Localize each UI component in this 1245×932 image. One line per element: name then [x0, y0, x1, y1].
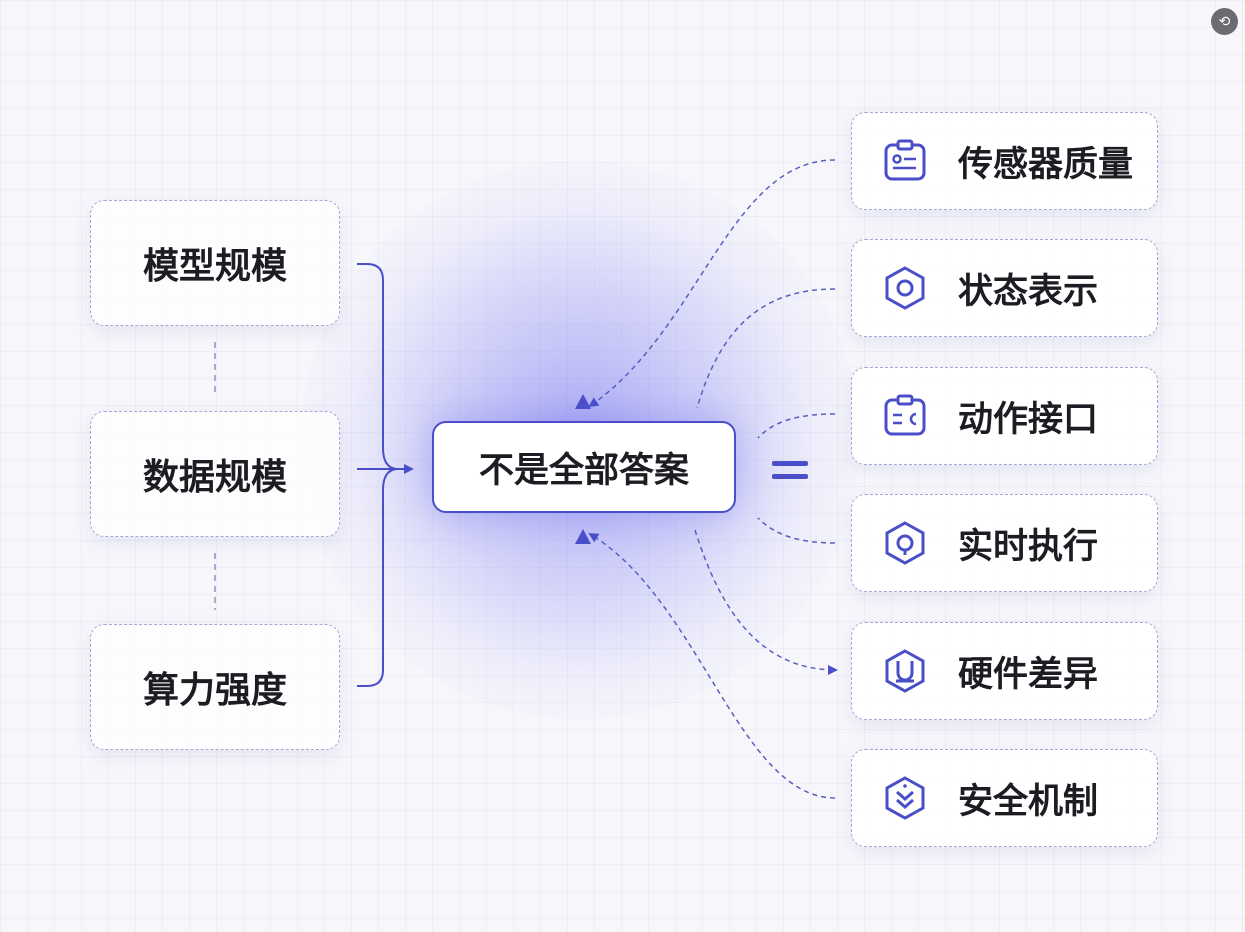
left-node-label: 数据规模: [142, 457, 287, 498]
right-node-label: 硬件差异: [958, 654, 1099, 695]
left-node-compute: 算力强度: [90, 624, 340, 750]
link-safety: [588, 532, 836, 799]
link-action: [757, 413, 836, 439]
action-clipboard-icon: [884, 394, 926, 436]
right-node-label: 动作接口: [958, 399, 1099, 440]
realtime-hexagon-icon: [885, 521, 925, 565]
left-node-model-scale: 模型规模: [90, 200, 340, 326]
center-node: 不是全部答案: [432, 421, 736, 513]
bracket-top: [357, 263, 398, 470]
sensor-card-icon: [884, 139, 926, 181]
link-state: [696, 288, 836, 409]
right-node-hardware-difference: 硬件差异: [851, 622, 1158, 720]
state-hexagon-icon: [885, 266, 925, 310]
link-sensor: [588, 159, 836, 408]
arrowhead-top: [575, 394, 591, 409]
translate-icon[interactable]: ⟲: [1211, 8, 1238, 35]
right-node-action-interface: 动作接口: [851, 367, 1158, 465]
bracket-bottom: [357, 468, 398, 687]
right-node-realtime-execution: 实时执行: [851, 494, 1158, 592]
equals-bar-top: [772, 461, 808, 466]
left-node-label: 模型规模: [142, 246, 287, 287]
right-node-label: 传感器质量: [958, 144, 1134, 185]
safety-chevron-icon: [885, 776, 925, 820]
left-node-label: 算力强度: [142, 670, 287, 711]
link-hardware: [694, 529, 838, 675]
right-node-label: 安全机制: [958, 781, 1099, 822]
center-node-label: 不是全部答案: [478, 450, 689, 491]
right-node-sensor-quality: 传感器质量: [851, 112, 1158, 210]
right-node-safety-mechanism: 安全机制: [851, 749, 1158, 847]
right-node-label: 状态表示: [958, 271, 1099, 312]
right-node-label: 实时执行: [958, 526, 1099, 567]
equals-bar-bottom: [772, 474, 808, 479]
arrowhead-bottom: [575, 529, 591, 544]
left-node-data-scale: 数据规模: [90, 411, 340, 537]
link-realtime: [757, 517, 836, 544]
right-node-state-representation: 状态表示: [851, 239, 1158, 337]
hardware-u-icon: [885, 649, 925, 693]
